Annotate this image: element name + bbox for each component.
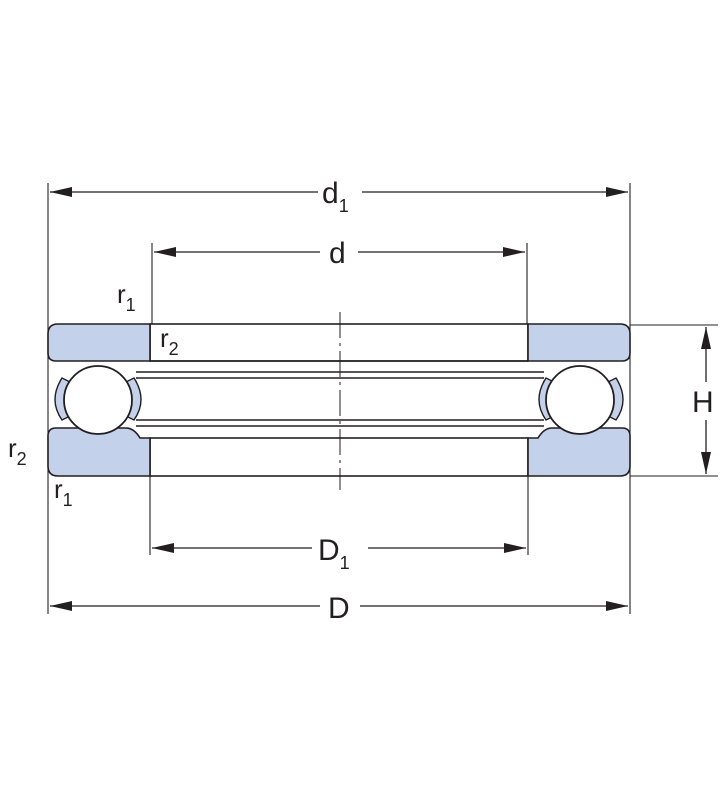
label-r2-top: r2 (160, 323, 179, 359)
ball-cage-left (54, 365, 142, 435)
label-d1: d1 (322, 177, 349, 216)
dimension-d (154, 247, 525, 257)
housing-washer (47, 427, 631, 477)
ball-cage-right (538, 365, 624, 435)
dimension-D1 (152, 543, 526, 553)
housing-washer-right-section (527, 427, 631, 477)
dimension-d1 (50, 187, 628, 197)
label-d: d (329, 237, 346, 270)
label-r2-bottom: r2 (8, 433, 27, 469)
label-r1-bottom: r1 (54, 474, 73, 510)
extension-lines (47, 183, 718, 614)
ball-right (545, 365, 615, 435)
housing-washer-left-section (47, 427, 151, 477)
label-r1-top: r1 (117, 279, 136, 315)
label-D1: D1 (318, 534, 350, 573)
dimension-H (701, 327, 711, 474)
ball-left (63, 365, 133, 435)
label-H: H (692, 386, 714, 419)
shaft-washer (47, 323, 631, 362)
label-D: D (328, 592, 350, 625)
shaft-washer-right-section (527, 323, 631, 362)
dimension-D (50, 601, 628, 611)
shaft-washer-left-section (47, 323, 151, 362)
